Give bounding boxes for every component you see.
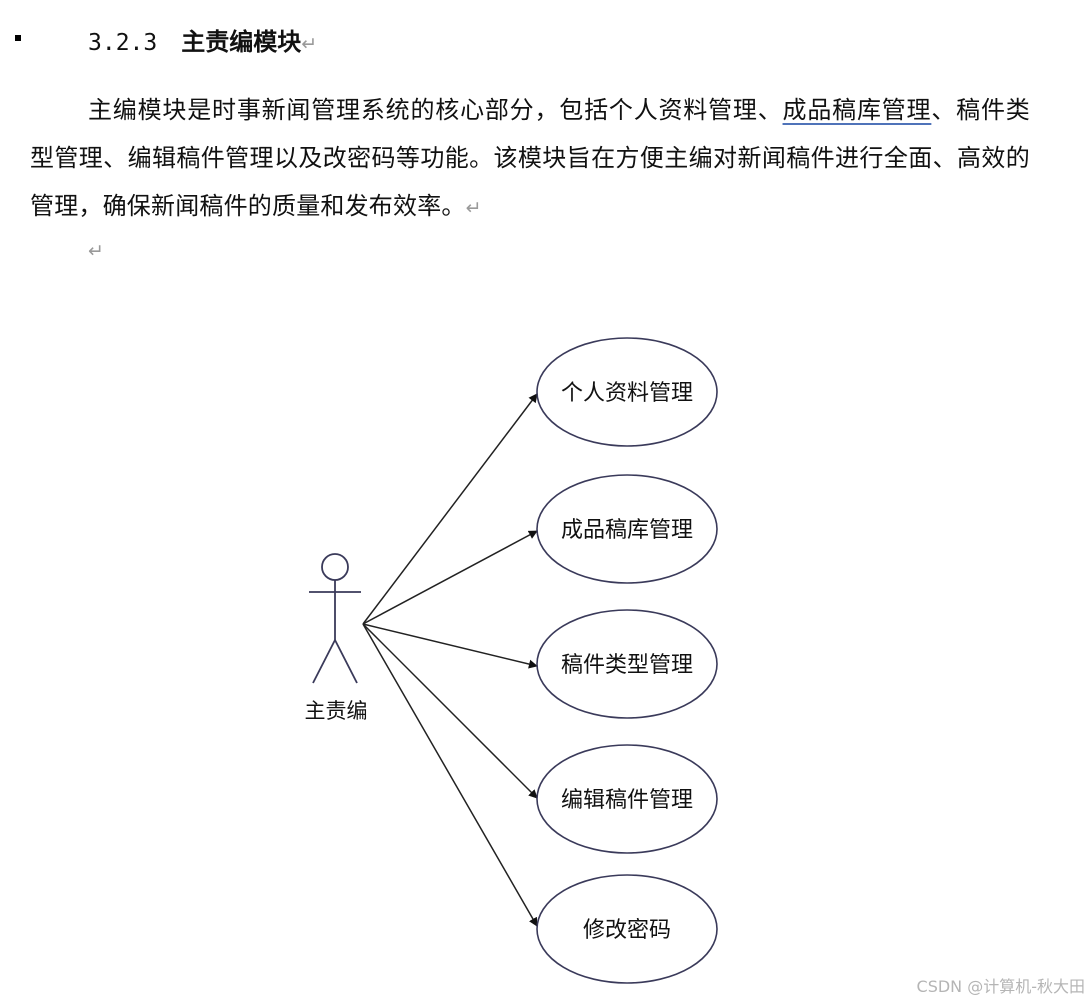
empty-paragraph: ↵ xyxy=(88,236,104,267)
use-case-ellipse-3 xyxy=(536,609,718,719)
body-paragraph: 主编模块是时事新闻管理系统的核心部分，包括个人资料管理、成品稿库管理、稿件类型管… xyxy=(30,86,1030,232)
association-arrow-1 xyxy=(362,393,538,625)
paragraph-mark-icon: ↵ xyxy=(465,197,482,219)
actor-figure-icon xyxy=(309,553,361,684)
association-arrow-5 xyxy=(362,623,538,927)
use-case-label-5: 修改密码 xyxy=(583,918,671,943)
use-case-label-1: 个人资料管理 xyxy=(561,381,693,406)
underlined-term: 成品稿库管理 xyxy=(782,96,932,124)
association-arrow-3 xyxy=(362,623,538,669)
association-arrow-4 xyxy=(362,623,538,799)
use-case-label-2: 成品稿库管理 xyxy=(561,518,693,543)
paragraph-text-part1: 主编模块是时事新闻管理系统的核心部分，包括个人资料管理、 xyxy=(88,96,783,124)
section-title: 主责编模块 xyxy=(181,27,302,56)
watermark: CSDN @计算机-秋大田 xyxy=(916,977,1085,996)
use-case-ellipse-5 xyxy=(536,874,718,984)
use-case-label-4: 编辑稿件管理 xyxy=(561,788,693,813)
section-number: 3.2.3 xyxy=(88,30,158,56)
list-bullet xyxy=(15,35,21,41)
use-case-label-3: 稿件类型管理 xyxy=(561,653,693,678)
paragraph-text-part2: 、稿件类型管理、编辑稿件管理以及改密码等功能。该模块旨在方便主编对新闻稿件进行全… xyxy=(30,96,1030,220)
paragraph-mark-icon: ↵ xyxy=(88,240,104,262)
paragraph-mark-icon: ↵ xyxy=(301,33,318,55)
use-case-ellipse-1 xyxy=(536,337,718,447)
use-case-ellipse-4 xyxy=(536,744,718,854)
section-heading: 3.2.3 主责编模块↵ xyxy=(88,25,317,59)
use-case-ellipse-2 xyxy=(536,474,718,584)
actor-label: 主责编 xyxy=(305,699,368,723)
association-arrow-2 xyxy=(362,530,538,625)
